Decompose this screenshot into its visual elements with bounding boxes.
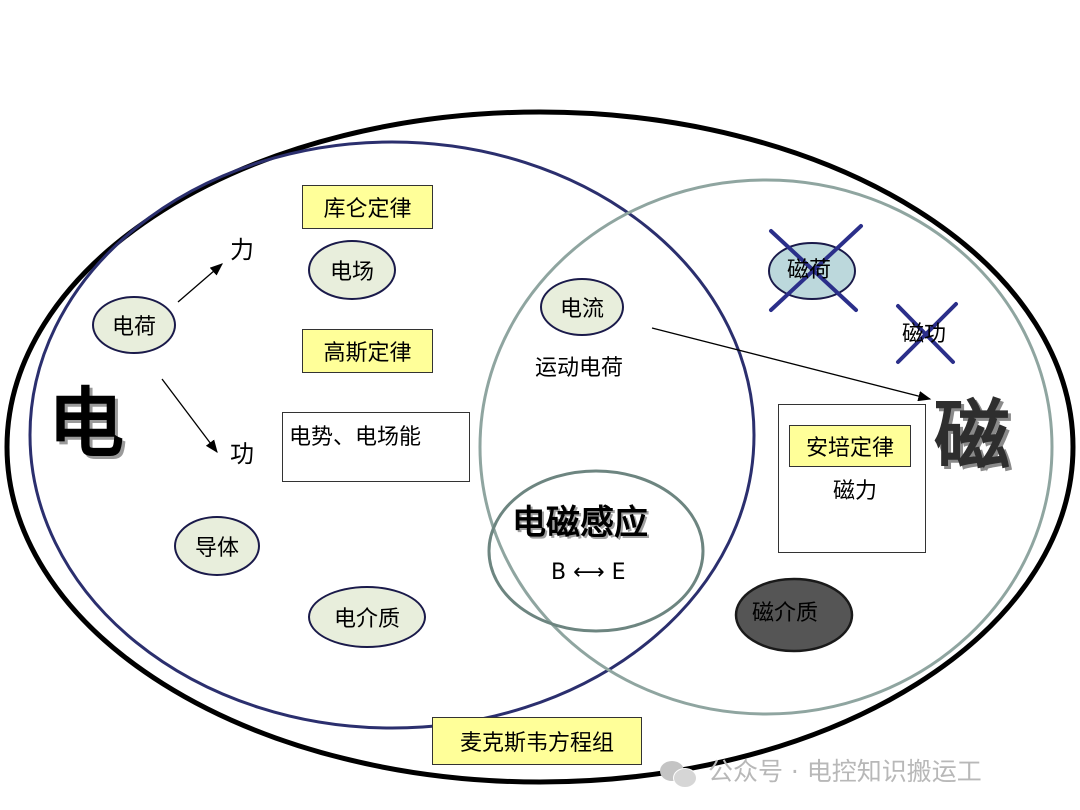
current-label: 电流 <box>559 297 604 322</box>
conductor-label: 导体 <box>194 536 239 561</box>
electric-circle <box>28 140 756 730</box>
gauss-law-box: 高斯定律 <box>302 329 433 373</box>
ampere-law-box: 安培定律 <box>789 425 911 467</box>
coulomb-law-label: 库仑定律 <box>323 197 412 222</box>
maxwell-box: 麦克斯韦方程组 <box>432 717 642 765</box>
arrow-to-work <box>161 378 218 454</box>
electric-field-label: 电场 <box>329 260 374 285</box>
coulomb-law-box: 库仑定律 <box>302 185 433 229</box>
arrow-current-to-magnetic <box>651 327 932 402</box>
watermark: 公众号 · 电控知识搬运工 <box>660 752 982 788</box>
dielectric-label: 电介质 <box>333 607 400 632</box>
maxwell-label: 麦克斯韦方程组 <box>459 731 614 756</box>
outer-ellipse <box>4 109 1076 785</box>
induction-circle <box>487 469 705 633</box>
b-e-label: B ⟷ E <box>551 560 626 585</box>
magnetic-title: 磁 <box>934 391 1010 480</box>
conductor-oval: 导体 <box>174 516 260 576</box>
cross-mark-magnetic-charge <box>769 224 863 312</box>
cross-mark-magnetic-work <box>896 302 958 364</box>
ampere-box: 安培定律 磁力 <box>778 404 926 553</box>
current-oval: 电流 <box>540 278 624 336</box>
magnetic-medium-label: 磁介质 <box>752 601 819 626</box>
force-label: 力 <box>230 236 254 264</box>
magnetic-medium-oval <box>734 577 854 653</box>
watermark-text: 公众号 · 电控知识搬运工 <box>707 757 982 786</box>
electric-field-oval: 电场 <box>308 240 396 300</box>
magnetic-charge-label: 磁荷 <box>787 258 832 283</box>
induction-label: 电磁感应 <box>512 503 648 543</box>
charge-oval: 电荷 <box>92 296 176 354</box>
work-label: 功 <box>230 440 254 468</box>
wechat-icon <box>660 759 700 788</box>
potential-label: 电势、电场能 <box>289 425 422 450</box>
magnetic-work-label: 磁功 <box>902 322 947 347</box>
gauss-law-label: 高斯定律 <box>323 341 412 366</box>
dielectric-oval: 电介质 <box>308 586 426 648</box>
ampere-law-label: 安培定律 <box>805 436 894 461</box>
arrow-to-force <box>177 263 223 303</box>
potential-box: 电势、电场能 <box>282 412 470 482</box>
moving-charge-label: 运动电荷 <box>535 356 624 381</box>
electric-title: 电 <box>48 379 124 468</box>
magnetic-circle <box>478 178 1054 716</box>
magnetic-force-label: 磁力 <box>833 479 878 504</box>
charge-label: 电荷 <box>111 315 156 340</box>
